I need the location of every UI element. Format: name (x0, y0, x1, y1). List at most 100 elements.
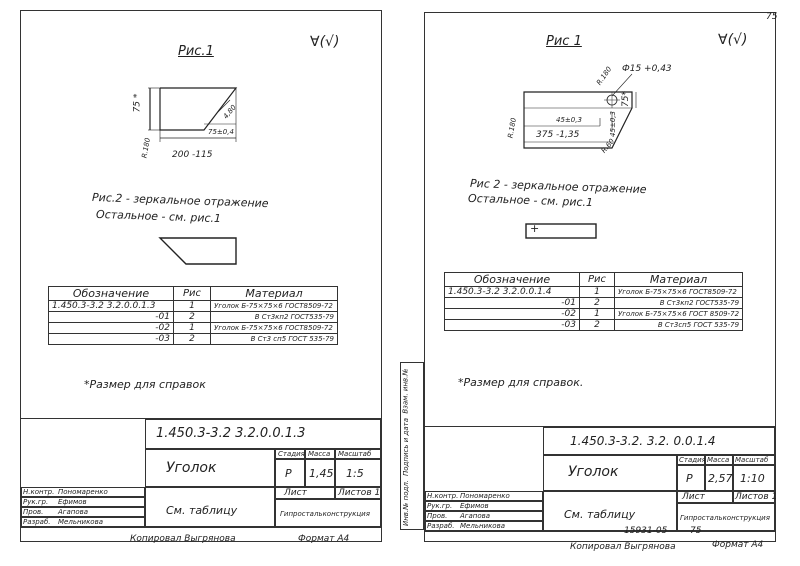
sheet-label: Лист (682, 492, 705, 502)
row-material: В Ст3 сп5 ГОСТ 535-79 (210, 333, 338, 345)
organization: Гипростальконструкция (280, 510, 370, 518)
mass-label: Масса (707, 456, 730, 464)
title-block: 1.450.3-3.2. 3.2. 0.0.1.4 Уголок Стадия … (424, 426, 777, 532)
dim-hole-position: 45±0,3 (556, 116, 582, 124)
table-row: -01 2 В Ст3кп2 ГОСТ535-79 (444, 297, 744, 309)
sheets-cell: Листов 1 (733, 491, 777, 503)
signature-row: Рук.гр.Ефимов (425, 501, 543, 511)
copied-by: Копировал Выгрянова (570, 542, 676, 552)
stage-label-cell: Стадия (677, 455, 706, 465)
side-label: Подпись и дата (401, 418, 410, 476)
stage-label: Стадия (278, 450, 305, 458)
scale-cell: 1:5 (335, 459, 381, 487)
row-material: Уголок Б-75×75×6 ГОСТ8509-72 (210, 300, 338, 312)
row-designation: -03 (48, 333, 174, 345)
organization: Гипростальконструкция (680, 514, 770, 522)
row-designation: -02 (444, 308, 580, 320)
dim-length: 200 -115 (172, 150, 213, 160)
row-fig: 2 (173, 311, 211, 323)
table-row: -01 2 В Ст3кп2 ГОСТ535-79 (48, 311, 338, 323)
mass-label: Масса (308, 450, 331, 458)
col-material-header: Материал (613, 272, 744, 287)
col-material-header: Материал (210, 286, 338, 301)
sheet-frame (20, 10, 382, 542)
doc-code: 1.450.3-3.2. 3.2. 0.0.1.4 (570, 434, 716, 448)
signature-row: Н.контр.Пономаренко (425, 491, 543, 501)
format-label: Формат А4 (712, 540, 764, 550)
spec-table: Обозначение Рис Материал 1.450.3-3.2 3.2… (48, 286, 338, 345)
dim-hole-vertical: 45±0,3 (608, 111, 617, 137)
figure-1-title: Рис.1 (178, 44, 214, 59)
row-designation: -03 (444, 319, 580, 331)
figure-1-drawing (148, 87, 238, 265)
doc-code-cell: 1.450.3-3.2. 3.2. 0.0.1.4 (543, 427, 775, 455)
figure-1-drawing (523, 73, 637, 239)
signer-name: Мельникова (460, 522, 505, 530)
signature-row: Разраб.Мельникова (21, 517, 145, 527)
figure-1-title: Рис 1 (546, 34, 582, 49)
signer-name: Мельникова (58, 518, 103, 526)
row-material: Уголок Б-75×75×6 ГОСТ8509-72 (210, 322, 338, 334)
scale-cell: 1:10 (733, 465, 775, 491)
side-label: Инв.№ подл. (402, 479, 411, 527)
signer-name: Пономаренко (58, 488, 108, 496)
reference-note: *Размер для справок (84, 378, 206, 391)
role-label: Пров. (427, 512, 448, 520)
stage-label-cell: Стадия (275, 449, 305, 459)
part-name-cell: Уголок (145, 449, 275, 487)
signature-row: Н.контр.Пономаренко (21, 487, 145, 497)
reference-note: *Размер для справок. (458, 376, 584, 389)
sheets-count: Листов 1 (338, 488, 381, 498)
stage-label: Стадия (679, 456, 706, 464)
archive-stamp: 15931-05 (624, 526, 668, 536)
role-label: Рук.гр. (427, 502, 453, 510)
table-row: 1.450.3-3.2 3.2.0.0.1.3 1 Уголок Б-75×75… (48, 300, 338, 312)
signer-name: Пономаренко (460, 492, 510, 500)
row-designation: 1.450.3-3.2 3.2.0.0.1.3 (48, 300, 174, 312)
row-designation: -02 (48, 322, 174, 334)
col-designation-header: Обозначение (48, 286, 174, 301)
signature-row: Пров.Агапова (425, 511, 543, 521)
side-margin-strip: Инв.№ подл. Подпись и дата Взам. инв.№ (400, 362, 424, 530)
stage-value: Р (686, 472, 693, 485)
spec-table: Обозначение Рис Материал 1.450.3-3.2 3.2… (444, 272, 744, 331)
row-designation: -01 (444, 297, 580, 309)
signature-row: Разраб.Мельникова (425, 521, 543, 531)
signature-row: Пров.Агапова (21, 507, 145, 517)
title-block: 1.450.3-3.2 3.2.0.0.1.3 Уголок Стадия Ма… (20, 418, 382, 528)
scale-label: Масштаб (338, 450, 372, 458)
stage-cell: Р (275, 459, 305, 487)
row-designation: 1.450.3-3.2 3.2.0.0.1.4 (444, 286, 580, 298)
dim-length: 375 -1,35 (536, 130, 580, 140)
spec-header-row: Обозначение Рис Материал (444, 272, 744, 287)
row-fig: 1 (173, 322, 211, 334)
dim-diameter: Ф15 +0,43 (622, 64, 672, 74)
roughness-mark: ∀(√) (310, 34, 340, 50)
sheet-cell: Лист (275, 487, 335, 499)
roughness-mark: ∀(√) (718, 32, 748, 48)
doc-code-cell: 1.450.3-3.2 3.2.0.0.1.3 (145, 419, 381, 449)
sheet-right: 75 Рис 1 ∀(√) R.180 Ф15 +0,43 75* 45±0,3… (400, 0, 800, 566)
row-material: Уголок Б-75×75×6 ГОСТ8509-72 (613, 286, 744, 298)
org-cell: Гипростальконструкция (275, 499, 381, 527)
mass-label-cell: Масса (705, 455, 733, 465)
row-material: В Ст3сп5 ГОСТ 535-79 (613, 319, 744, 331)
org-cell: Гипростальконструкция (677, 503, 775, 531)
row-material: Уголок Б-75×75×6 ГОСТ 8509-72 (613, 308, 744, 320)
table-row: -03 2 В Ст3сп5 ГОСТ 535-79 (444, 319, 744, 331)
mass-label-cell: Масса (305, 449, 335, 459)
part-name: Уголок (568, 464, 619, 480)
row-material: В Ст3кп2 ГОСТ535-79 (210, 311, 338, 323)
table-row: -02 1 Уголок Б-75×75×6 ГОСТ 8509-72 (444, 308, 744, 320)
dim-leg: 75±0,4 (208, 128, 234, 136)
signer-name: Агапова (58, 508, 89, 516)
table-row: 1.450.3-3.2 3.2.0.0.1.4 1 Уголок Б-75×75… (444, 286, 744, 298)
scale-label-cell: Масштаб (733, 455, 775, 465)
dim-height: 75 * (132, 93, 143, 113)
mass-cell: 2,57 (705, 465, 733, 491)
mass-value: 2,57 (708, 472, 733, 485)
row-fig: 2 (579, 319, 615, 331)
mass-value: 1,45 (309, 467, 334, 480)
row-fig: 1 (579, 308, 615, 320)
signature-row: Рук.гр.Ефимов (21, 497, 145, 507)
